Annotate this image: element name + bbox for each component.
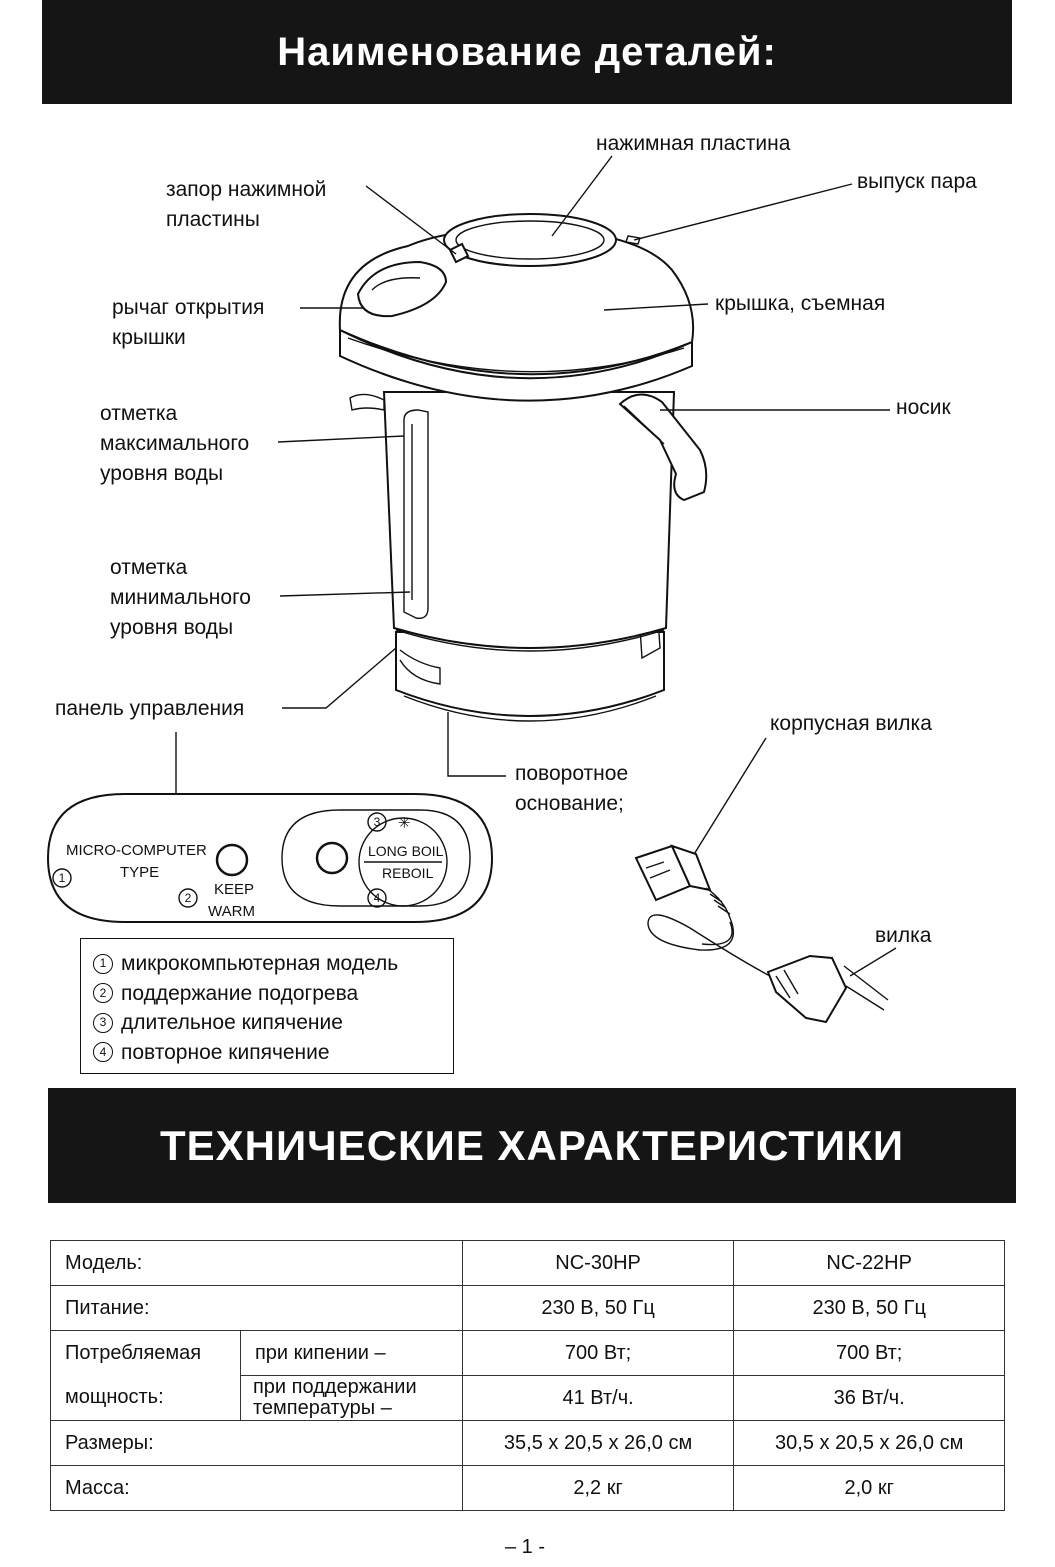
callout-lid-lever-2: крышки [112,326,186,349]
callout-press-plate-lock-2: пластины [166,208,260,231]
table-row: Масса: 2,2 кг 2,0 кг [50,1465,1005,1511]
legend-item: 4 повторное кипячение [93,1038,441,1068]
callout-max-level-mark: отметка [100,402,178,425]
callout-max-level-mark-2: максимального [100,432,249,455]
table-row: Потребляемая при кипении – 700 Вт; 700 В… [50,1330,1005,1376]
legend-text: микрокомпьютерная модель [121,952,399,975]
spec-mass-b: 2,0 кг [733,1465,1005,1511]
control-panel-illustration: MICRO-COMPUTER TYPE 1 KEEP WARM 2 3 ✳ LO… [46,793,494,923]
panel-num-1: 1 [59,871,66,885]
panel-keep-label: KEEP [214,881,254,898]
spec-power-label: Питание: [50,1285,463,1331]
callout-body-plug: корпусная вилка [770,712,932,735]
parts-diagram: нажимная пластина запор нажимной пластин… [46,132,977,1024]
callout-min-level-mark: отметка [110,556,188,579]
legend-text: длительное кипячение [121,1011,343,1034]
panel-num-3: 3 [374,815,381,829]
spec-keepwarm-a: 41 Вт/ч. [461,1375,735,1421]
panel-num-2: 2 [185,891,192,905]
panel-reboil-label: REBOIL [382,865,434,881]
legend-number: 4 [93,1042,113,1063]
legend-number: 2 [93,983,113,1004]
callout-removable-lid: крышка, съемная [715,292,885,315]
power-cord-illustration [634,844,889,1024]
panel-warm-label: WARM [208,903,255,920]
spec-keepwarm-line-1: при поддержании [252,1376,417,1398]
panel-long-boil-label: LONG BOIL [368,843,444,859]
legend-item: 1 микрокомпьютерная модель [93,949,441,979]
callout-press-plate-lock: запор нажимной [166,178,326,201]
spec-boiling-a: 700 Вт; [461,1330,735,1376]
legend-item: 3 длительное кипячение [93,1008,441,1038]
specs-section-title: ТЕХНИЧЕСКИЕ ХАРАКТЕРИСТИКИ [48,1088,1016,1203]
specs-table: Модель: NC-30HP NC-22HP Питание: 230 В, … [50,1240,1005,1511]
keep-warm-button[interactable] [215,843,249,877]
spec-consumption-label-2: мощность: [50,1375,241,1421]
callout-plug: вилка [875,924,932,947]
spec-model-a: NC-30HP [461,1240,735,1286]
spec-size-label: Размеры: [50,1420,463,1466]
callout-steam-outlet: выпуск пара [857,170,977,193]
spec-power-b: 230 В, 50 Гц [733,1285,1005,1331]
table-row: Питание: 230 В, 50 Гц 230 В, 50 Гц [50,1285,1005,1331]
spec-consumption-label: Потребляемая [50,1330,241,1376]
callout-spout: носик [896,396,952,419]
table-row: Модель: NC-30HP NC-22HP [50,1240,1005,1286]
spec-boiling-label: при кипении – [239,1330,463,1376]
callout-swivel-base: поворотное [515,762,628,785]
callout-min-level-mark-2: минимального [110,586,251,609]
spec-model-b: NC-22HP [733,1240,1005,1286]
spec-mass-label: Масса: [50,1465,463,1511]
legend-item: 2 поддержание подогрева [93,979,441,1009]
spec-mass-a: 2,2 кг [461,1465,735,1511]
callout-min-level-mark-3: уровня воды [110,616,233,639]
legend-text: повторное кипячение [121,1040,330,1064]
panel-micro-computer-label: MICRO-COMPUTER [66,842,207,859]
panel-star-icon: ✳ [398,815,411,832]
table-row: Размеры: 35,5 x 20,5 x 26,0 см 30,5 x 20… [50,1420,1005,1466]
callout-swivel-base-2: основание; [515,792,624,815]
legend-number: 1 [93,953,113,974]
panel-legend: 1 микрокомпьютерная модель 2 поддержание п… [80,938,454,1074]
legend-number: 3 [93,1012,113,1033]
spec-model-label: Модель: [50,1240,463,1286]
spec-keepwarm-line-2: температуры – [252,1397,392,1419]
reboil-indicator-button[interactable] [315,841,349,875]
spec-boiling-b: 700 Вт; [733,1330,1005,1376]
parts-section-title: Наименование деталей: [42,0,1012,104]
callout-lid-lever: рычаг открытия [112,296,264,319]
spec-keepwarm-b: 36 Вт/ч. [733,1375,1005,1421]
page-number: – 1 - [505,1536,546,1558]
panel-type-label: TYPE [120,864,159,881]
callout-press-plate: нажимная пластина [596,132,791,155]
spec-size-b: 30,5 x 20,5 x 26,0 см [733,1420,1005,1466]
spec-size-a: 35,5 x 20,5 x 26,0 см [461,1420,735,1466]
spec-power-a: 230 В, 50 Гц [461,1285,735,1331]
thermopot-illustration [338,213,708,722]
legend-text: поддержание подогрева [121,981,359,1005]
callout-max-level-mark-3: уровня воды [100,462,223,485]
callout-control-panel: панель управления [55,697,244,720]
panel-num-4: 4 [374,891,381,905]
